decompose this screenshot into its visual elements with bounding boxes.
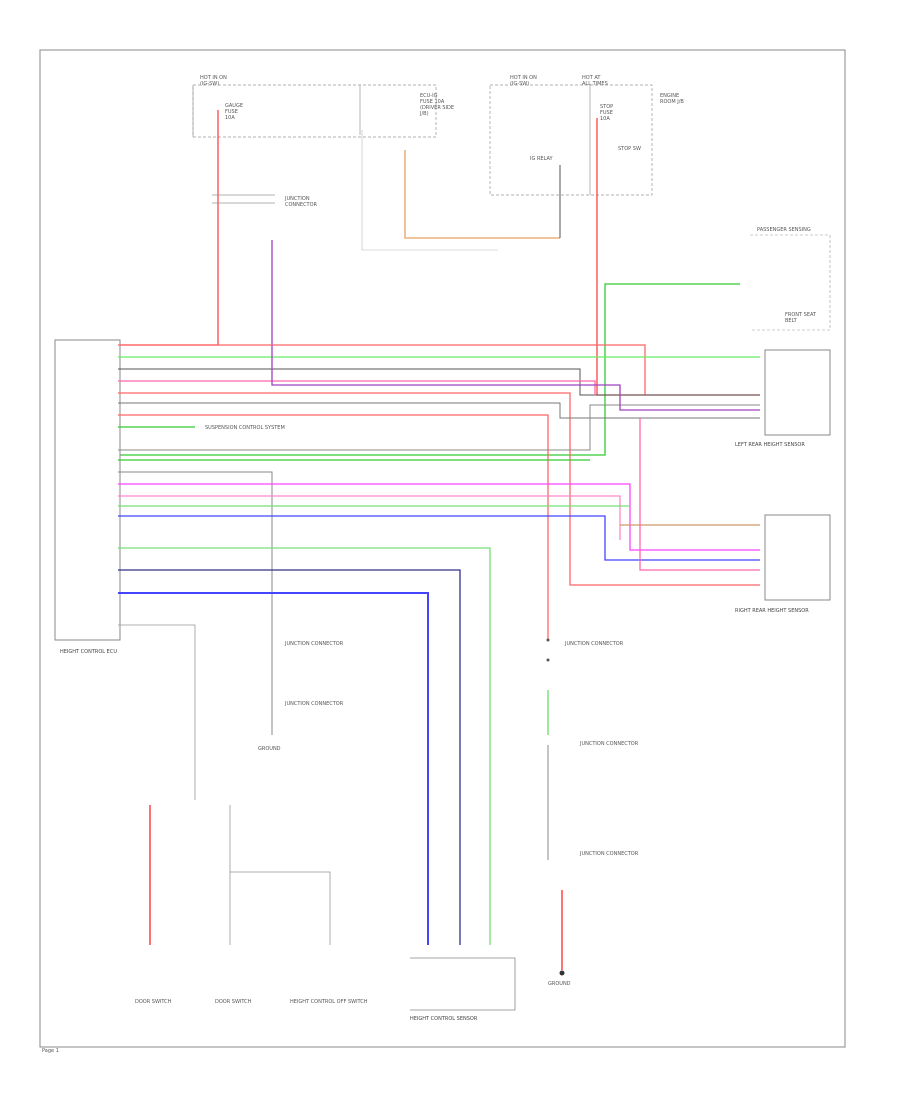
wire-magenta-r12 (118, 483, 760, 551)
pass-sensor-label-2: BELT (785, 318, 798, 324)
hot-label-right-2: ALL TIMES (582, 81, 608, 87)
hot-label-left-2: (IG-SW) (200, 81, 219, 87)
wire-pink-r13 (118, 495, 621, 540)
hot-label-mid-2: (IG-SW) (510, 81, 529, 87)
stop-fuse-3: 10A (600, 116, 610, 122)
passenger-sensing-label: PASSENGER SENSING (757, 227, 811, 233)
ground-point (559, 970, 565, 976)
bottom-valves-label: HEIGHT CONTROL SENSOR (410, 1016, 478, 1022)
gauge-fuse-label-2: FUSE (225, 109, 238, 115)
hot-label-mid: HOT IN ON (510, 75, 537, 81)
left-chain-label-1: JUNCTION CONNECTOR (284, 641, 344, 647)
wire-pink-r4 (118, 380, 596, 395)
wire-gray-top (361, 130, 498, 251)
junction-front-label: JUNCTION CONNECTOR (564, 641, 624, 647)
height-off-switch-label: HEIGHT CONTROL OFF SWITCH (290, 999, 368, 1005)
right-sensor-label: RIGHT REAR HEIGHT SENSOR (735, 608, 809, 614)
wire-gray-r6 (118, 402, 760, 419)
junction-label-2: CONNECTOR (285, 202, 318, 208)
junction-label-1: JUNCTION (284, 196, 310, 202)
to-other-system: SUSPENSION CONTROL SYSTEM (205, 425, 285, 431)
pass-sensor-label: FRONT SEAT (785, 312, 817, 318)
wire-blue-r15 (118, 515, 760, 561)
box-label-r2: ROOM J/B (660, 99, 684, 105)
chain-label-2: JUNCTION CONNECTOR (579, 851, 639, 857)
left-sensor-label: LEFT REAR HEIGHT SENSOR (735, 442, 805, 448)
wire-blue-r18 (118, 592, 429, 945)
wire-purple-right (271, 345, 760, 411)
wire-red-main (118, 110, 219, 346)
junction-connector-top: JUNCTION CONNECTOR (212, 194, 318, 208)
fuse-box-left: HOT IN ON (IG-SW) GAUGE FUSE 10A ECU-IG … (192, 75, 454, 138)
stop-relay-label: STOP SW (618, 146, 641, 152)
hot-label-right: HOT AT (582, 75, 601, 81)
junction-connector-center: JUNCTION CONNECTOR (546, 638, 624, 662)
right-rear-height-sensor: RIGHT REAR HEIGHT SENSOR (735, 514, 831, 614)
left-chain-label-3: GROUND (258, 746, 281, 752)
gauge-fuse-label-3: 10A (225, 115, 235, 121)
wire-red-r5 (118, 392, 760, 586)
wire-gray-bottom-right (230, 871, 331, 945)
passenger-sensing-group: PASSENGER SENSING FRONT SEAT BELT (750, 227, 831, 331)
door-switch-mid-label: DOOR SWITCH (215, 999, 252, 1005)
wire-gray-r9 (118, 404, 760, 451)
ecu-label: HEIGHT CONTROL ECU (60, 649, 117, 655)
fuse-box-right: HOT IN ON (IG-SW) HOT AT ALL TIMES STOP … (489, 75, 684, 196)
relay-label-2: FUSE 10A (420, 99, 445, 105)
chain-label-1: JUNCTION CONNECTOR (579, 741, 639, 747)
wire-red-right (596, 118, 760, 396)
wire-pink-right (639, 418, 760, 571)
left-rear-height-sensor: LEFT REAR HEIGHT SENSOR (735, 349, 831, 448)
corner-label: Page 1 (42, 1048, 59, 1054)
relay-label-4: J/B) (419, 111, 429, 117)
front-height-sensor: HEIGHT CONTROL SENSOR (410, 957, 516, 1022)
wire-gray-r11 (118, 471, 273, 620)
diagram-frame (39, 49, 846, 1048)
wire-black-r3 (118, 368, 760, 396)
ground-label: GROUND (548, 981, 571, 987)
wire-green-top (118, 283, 740, 456)
left-chain-label-2: JUNCTION CONNECTOR (284, 701, 344, 707)
relay-label-3: (DRIVER SIDE (420, 105, 454, 111)
stop-fuse-2: FUSE (600, 110, 613, 116)
wire-red-r7 (118, 414, 549, 640)
wire-green-r16 (118, 547, 491, 945)
ig-relay-label: IG RELAY (530, 156, 554, 162)
wire-gray-r19 (118, 624, 196, 800)
door-switch-left-label: DOOR SWITCH (135, 999, 172, 1005)
wire-orange (404, 150, 560, 239)
wire-red-r1 (118, 344, 646, 395)
wire-navy-r17 (118, 569, 461, 945)
relay-label-1: ECU-IG (420, 93, 438, 99)
stop-fuse-1: STOP (600, 104, 613, 110)
gauge-fuse-label: GAUGE (225, 103, 243, 109)
box-label-r1: ENGINE (660, 93, 679, 99)
height-control-ecu: HEIGHT CONTROL ECU (54, 339, 121, 655)
hot-label-left: HOT IN ON (200, 75, 227, 81)
